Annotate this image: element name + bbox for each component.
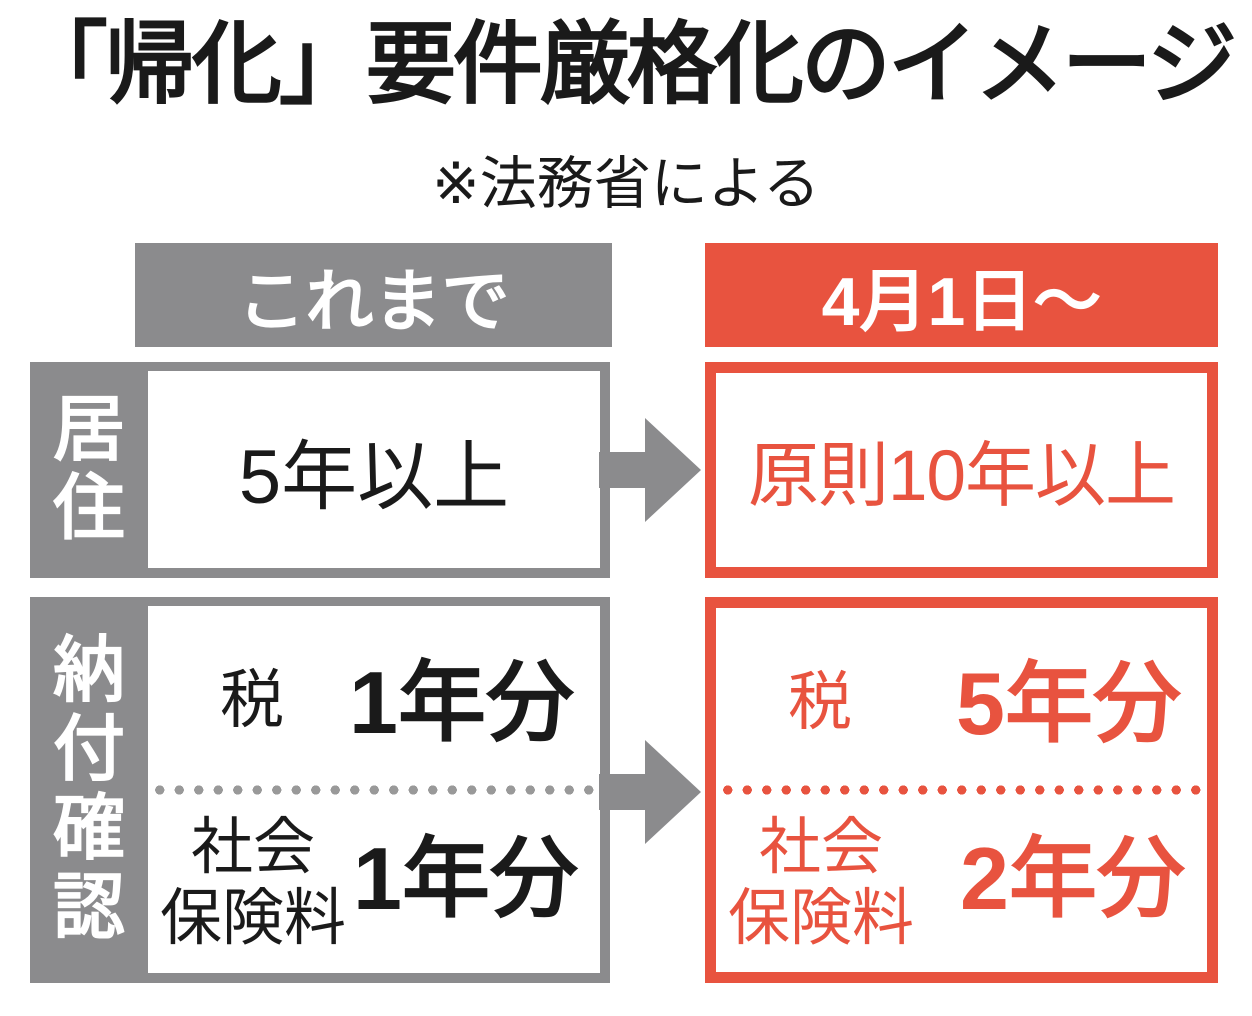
residence-after-box: 原則10年以上 <box>705 362 1218 578</box>
payment-before-insurance-label-line2: 保険料 <box>160 883 347 953</box>
payment-before-panel: 税 1年分 社会 保険料 1年分 <box>148 606 600 973</box>
residence-before-box: 居住 5年以上 <box>30 362 610 578</box>
column-header-after-label: 4月1日〜 <box>821 263 1102 340</box>
dotted-divider-before <box>150 784 598 795</box>
residence-before-panel: 5年以上 <box>148 371 600 568</box>
payment-after-tax-value: 5年分 <box>956 654 1181 753</box>
residence-row-label: 居住 <box>30 362 148 578</box>
payment-after-box: 税 5年分 社会 保険料 2年分 <box>705 597 1218 983</box>
payment-after-insurance-label-line2: 保険料 <box>728 883 915 953</box>
residence-before-value: 5年以上 <box>238 434 510 520</box>
payment-before-box: 納付確認 税 1年分 社会 保険料 1年分 <box>30 597 610 983</box>
residence-after-value: 原則10年以上 <box>748 437 1176 516</box>
payment-before-insurance-row: 社会 保険料 1年分 <box>148 795 600 974</box>
page-subtitle: ※法務省による <box>431 152 821 216</box>
column-header-before: これまで <box>135 243 612 347</box>
payment-row-label-text: 納付確認 <box>52 630 125 949</box>
residence-row-label-text: 居住 <box>52 389 125 549</box>
page-title: 「帰化」要件厳格化のイメージ <box>17 15 1237 115</box>
payment-before-tax-value: 1年分 <box>349 652 574 752</box>
payment-before-insurance-label-line1: 社会 <box>191 813 316 883</box>
payment-row-label: 納付確認 <box>30 597 148 983</box>
column-header-before-label: これまで <box>237 263 510 340</box>
dotted-divider-after <box>718 785 1205 795</box>
payment-after-insurance-label: 社会 保険料 <box>728 813 914 954</box>
payment-before-insurance-label: 社会 保険料 <box>160 813 346 954</box>
payment-before-tax-row: 税 1年分 <box>148 606 600 785</box>
right-arrow-icon-payment <box>599 740 701 844</box>
payment-after-insurance-label-line1: 社会 <box>759 812 884 882</box>
column-header-after: 4月1日〜 <box>705 243 1218 347</box>
payment-before-insurance-value: 1年分 <box>353 829 578 929</box>
payment-before-tax-label: 税 <box>220 664 284 737</box>
payment-after-insurance-value: 2年分 <box>960 829 1185 928</box>
payment-after-tax-label: 税 <box>788 665 852 738</box>
payment-after-tax-row: 税 5年分 <box>716 608 1207 785</box>
right-arrow-icon-residence <box>599 418 701 522</box>
payment-after-insurance-row: 社会 保険料 2年分 <box>716 795 1207 972</box>
